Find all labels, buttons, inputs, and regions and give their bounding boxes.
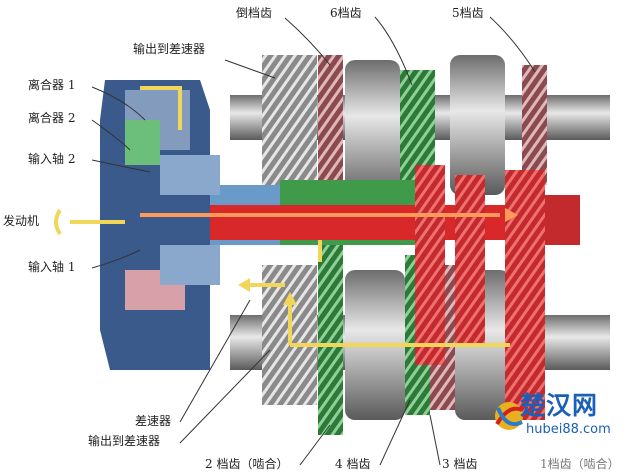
- power-flow-arrows: [70, 213, 510, 347]
- watermark-logo-icon: [495, 402, 523, 430]
- label-gear3: 3 档齿: [442, 457, 478, 471]
- label-clutch1: 离合器 1: [28, 78, 76, 92]
- arrow-head: [238, 278, 250, 292]
- label-output-to-differential-top: 输出到差速器: [133, 42, 206, 56]
- arrow-head: [283, 292, 297, 305]
- label-gear5: 5档齿: [452, 6, 484, 20]
- label-differential: 差速器: [135, 414, 172, 428]
- label-gear2: 2 档齿（啮合）: [205, 457, 289, 471]
- label-clutch2: 离合器 2: [28, 111, 76, 125]
- arrow-head: [505, 208, 518, 222]
- label-gear6: 6档齿: [330, 6, 362, 20]
- watermark-url: hubei88.com: [526, 422, 611, 437]
- clutch-housing: [100, 80, 220, 370]
- label-input-shaft1: 输入轴 1: [28, 260, 76, 274]
- leader-lines: [91, 16, 536, 466]
- label-input-shaft2: 输入轴 2: [28, 152, 76, 166]
- label-gear1: 1档齿（啮合）: [540, 457, 620, 471]
- label-gear4: 4 档齿: [335, 457, 371, 471]
- label-engine: 发动机: [3, 214, 40, 228]
- engine-rotation-icon: [54, 208, 62, 236]
- watermark-title: 楚汉网: [520, 391, 599, 420]
- watermark: 楚汉网 hubei88.com: [492, 392, 640, 440]
- label-reverse-gear: 倒档齿: [236, 6, 273, 20]
- label-output-to-differential-bottom: 输出到差速器: [88, 434, 161, 448]
